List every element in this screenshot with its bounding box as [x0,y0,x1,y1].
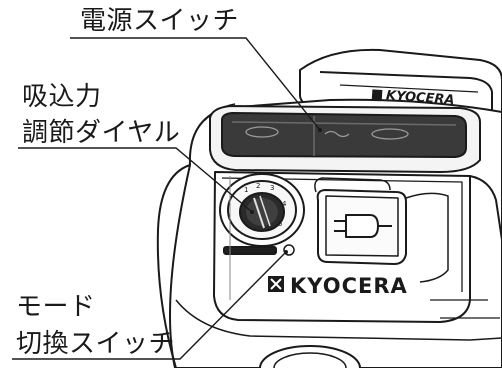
mode-switch-leader [12,251,287,360]
mode-switch-leader-dot [284,250,288,254]
dial-number-4: 4 [282,200,287,208]
leader-lines [12,37,321,360]
mode-switch-label-line2: 切換スイッチ [16,329,176,359]
suction-dial-label-line1: 吸込力 [22,82,102,112]
dial-scale: 1 2 3 4 5 [244,182,287,228]
dial-number-2: 2 [256,182,260,190]
dial-number-3: 3 [270,184,274,192]
dial-number-5: 5 [278,220,282,228]
top-brand-text: KYOCERA [386,88,455,108]
mode-mark: 2 [278,248,282,255]
suction-dial-leader-dot [250,210,254,214]
suction-dial-label-line2: 調節ダイヤル [22,118,181,148]
power-switch-leader [70,37,321,131]
power-switch-leader-dot [318,128,322,132]
dial-number-1: 1 [244,186,248,194]
front-brand-text: KYOCERA [290,274,408,298]
front-brand-logo: KYOCERA [268,274,408,298]
top-brand-logo: KYOCERA [371,88,455,108]
vacuum-body [156,48,502,372]
mode-switch-label-line1: モード [16,292,96,322]
suction-dial-leader [18,147,253,213]
power-switch-label: 電源スイッチ [80,6,240,36]
